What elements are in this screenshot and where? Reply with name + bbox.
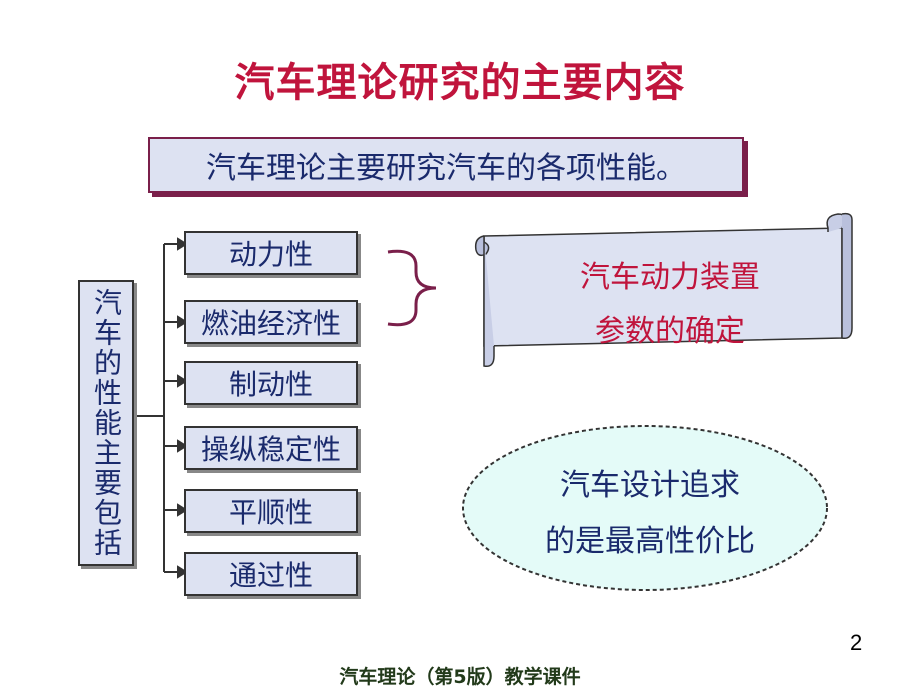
performance-label: 燃油经济性	[200, 307, 341, 340]
subtitle-box: 汽车理论主要研究汽车的各项性能。	[148, 137, 744, 193]
arrow-head-1	[177, 237, 188, 251]
performance-label: 操纵稳定性	[200, 433, 341, 466]
oval-text-line2: 的是最高性价比	[545, 524, 755, 559]
scroll-text-line2: 参数的确定	[595, 314, 745, 349]
performance-box: 制动性	[184, 361, 358, 405]
arrow-head-5	[177, 503, 188, 517]
oval-text-line1: 汽车设计追求	[560, 468, 740, 503]
category-box: 汽车的性能主要包括	[78, 280, 134, 566]
performance-label: 制动性	[228, 368, 313, 401]
performance-box: 操纵稳定性	[184, 426, 358, 470]
oval-shape	[462, 425, 828, 591]
arrow-head-3	[177, 374, 188, 388]
arrow-head-6	[177, 565, 188, 579]
performance-label: 动力性	[228, 238, 313, 271]
page-title: 汽车理论研究的主要内容	[234, 60, 686, 106]
page-number: 2	[850, 630, 863, 655]
scroll-text-line1: 汽车动力装置	[580, 260, 760, 295]
curly-brace	[387, 249, 437, 327]
subtitle-text: 汽车理论主要研究汽车的各项性能。	[206, 151, 686, 186]
performance-box: 动力性	[184, 231, 358, 275]
performance-box: 燃油经济性	[184, 300, 358, 344]
performance-label: 平顺性	[228, 496, 313, 529]
arrow-head-2	[177, 315, 188, 329]
footer-text: 汽车理论（第5版）教学课件	[339, 666, 581, 688]
performance-box: 通过性	[184, 552, 358, 596]
performance-box: 平顺性	[184, 489, 358, 533]
scroll-banner	[474, 212, 853, 368]
category-label: 汽车的性能主要包括	[90, 288, 123, 558]
performance-label: 通过性	[228, 559, 313, 592]
arrow-head-4	[177, 439, 188, 453]
